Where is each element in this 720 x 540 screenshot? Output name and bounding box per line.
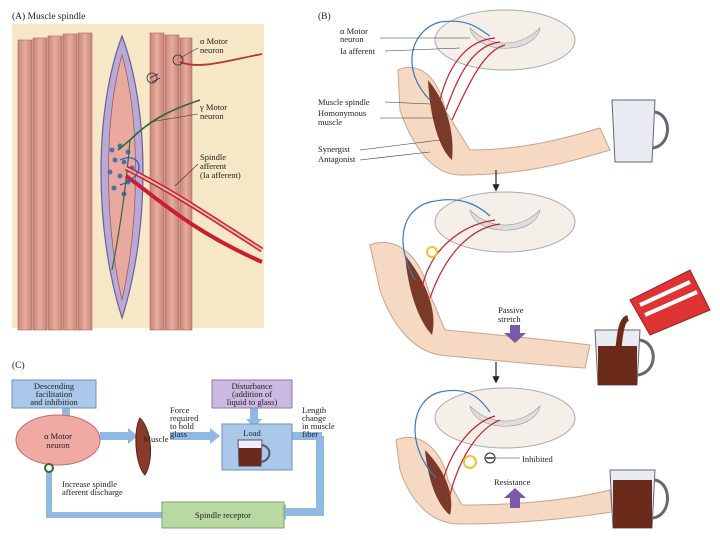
disturbance-line3: liquid to glass) xyxy=(227,397,278,407)
panel-a-labels: α Motor neuron γ Motor neuron Spindle af… xyxy=(199,36,241,180)
excitation-symbol xyxy=(44,463,54,473)
b-label-synergist: Synergist xyxy=(318,144,351,154)
panel-c-title: (C) xyxy=(12,360,25,371)
mug-3 xyxy=(609,469,669,529)
force-line2: required xyxy=(170,413,199,423)
force-line4: glass xyxy=(170,429,187,439)
label-spindle-afferent-line2: afferent xyxy=(200,161,227,171)
panel-a-title: (A) Muscle spindle xyxy=(12,11,85,22)
pouring-carton xyxy=(615,269,711,351)
label-gamma-motor-line1: γ Motor xyxy=(199,102,227,112)
increase-line2: afferent discharge xyxy=(62,487,123,497)
b-label-muscle-spindle: Muscle spindle xyxy=(318,97,370,107)
b-label-antagonist: Antagonist xyxy=(318,154,356,164)
nuclear-bag xyxy=(107,143,135,197)
spindle-activation-highlight xyxy=(426,246,438,258)
reflex-pathways xyxy=(402,20,506,496)
descending-box xyxy=(11,379,97,409)
length-line4: fiber xyxy=(302,429,318,439)
b-label-resistance: Resistance xyxy=(494,477,531,487)
disturbance-line2: (addition of xyxy=(232,389,272,399)
load-label: Load xyxy=(243,428,261,438)
disturbance-line1: Disturbance xyxy=(231,381,272,391)
muscle-label: Muscle xyxy=(143,434,168,444)
b-label-ia-afferent: Ia afferent xyxy=(340,46,376,56)
alpha-motor-axon xyxy=(179,53,263,66)
panel-b-leader-lines xyxy=(359,37,520,459)
descending-line2: facilitation xyxy=(36,389,74,399)
b-label-homonymous-line2: muscle xyxy=(318,117,342,127)
b-label-passive-stretch-line1: Passive xyxy=(498,305,524,315)
panel-c: (C) Descending facilitation and inhibiti… xyxy=(11,360,335,529)
label-alpha-motor-line1: α Motor xyxy=(200,36,228,46)
spinal-cord-section-3 xyxy=(434,387,576,449)
force-line1: Force xyxy=(170,405,190,415)
b-label-homonymous-line1: Homonymous xyxy=(318,108,366,118)
descending-line3: and inhibition xyxy=(30,397,78,407)
gamma-motor-axon xyxy=(117,99,201,151)
length-line3: in muscle xyxy=(302,421,335,431)
alpha-motor-line1: α Motor xyxy=(44,431,72,441)
force-line3: to hold xyxy=(170,421,195,431)
mug-1 xyxy=(611,99,669,163)
alpha-motor-line2: neuron xyxy=(46,440,70,450)
arm-2 xyxy=(369,241,591,369)
alpha-motor-node xyxy=(15,414,101,466)
length-line1: Length xyxy=(302,405,327,415)
panel-a: (A) Muscle spindle xyxy=(12,11,264,331)
spinal-cord-section-2 xyxy=(434,191,576,253)
b-label-alpha-motor-line1: α Motor xyxy=(340,26,368,36)
resistance-arrow xyxy=(504,488,526,508)
length-line2: change xyxy=(302,413,326,423)
arm-1 xyxy=(397,66,611,176)
arm-3 xyxy=(395,436,613,525)
spinal-cord-section-1 xyxy=(434,9,576,71)
mug-2 xyxy=(594,329,655,386)
increase-line1: Increase spindle xyxy=(62,479,117,489)
b-label-alpha-motor-line2: neuron xyxy=(340,34,364,44)
label-spindle-afferent-line1: Spindle xyxy=(200,152,226,162)
b-label-passive-stretch-line2: stretch xyxy=(498,314,521,324)
b-label-inhibited: Inhibited xyxy=(522,454,553,464)
panel-a-leader-lines xyxy=(149,47,199,187)
panel-b-title: (B) xyxy=(318,11,331,22)
muscle-icon xyxy=(135,417,152,476)
spindle-receptor-label: Spindle receptor xyxy=(195,510,251,520)
label-gamma-motor-line2: neuron xyxy=(200,111,224,121)
disturbance-box xyxy=(211,379,293,409)
label-alpha-motor-line2: neuron xyxy=(200,45,224,55)
panel-b: (B) xyxy=(318,9,711,529)
spindle-receptor-box xyxy=(161,501,285,529)
label-spindle-afferent-line3: (Ia afferent) xyxy=(200,170,241,180)
passive-stretch-arrow xyxy=(504,325,526,343)
panel-b-labels: α Motor neuron Ia afferent Muscle spindl… xyxy=(318,26,553,487)
descending-line1: Descending xyxy=(34,381,75,391)
